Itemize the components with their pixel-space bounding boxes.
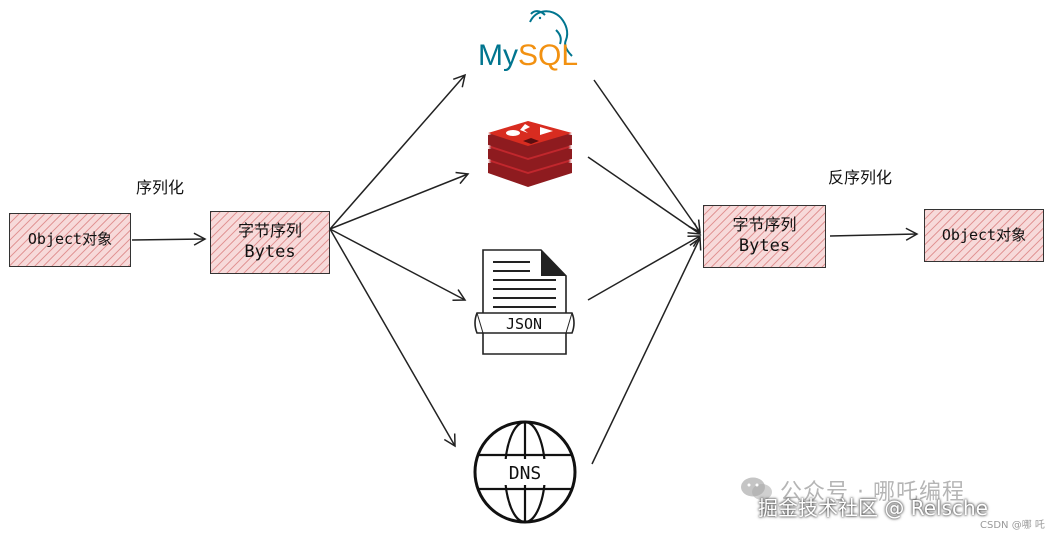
bytes-box-left: 字节序列 Bytes [210,211,330,274]
redis-icon [488,121,572,187]
mysql-logo: My SQL [478,10,578,72]
mysql-sql-text: SQL [518,39,578,72]
arrow-object-to-bytes [131,232,207,246]
deserialize-label: 反序列化 [828,168,893,187]
target-object-box: Object对象 [924,209,1044,262]
mysql-my-text: My [478,39,518,72]
watermark-csdn: CSDN @哪 吒 [980,520,1045,531]
watermark-juejin: 掘金技术社区 @ Relsche [758,496,988,520]
arrow-dns-to-bytes [591,236,702,465]
dns-label: DNS [509,463,542,484]
dolphin-icon [529,10,573,57]
arrow-bytes-to-dns [329,228,456,448]
bytes-right-subtitle: Bytes [738,236,791,257]
wechat-icon [741,477,772,500]
bytes-box-right: 字节序列 Bytes [703,205,826,268]
json-label: JSON [506,315,542,333]
source-object-box: Object对象 [9,213,131,267]
arrow-bytes-to-object [829,227,919,241]
arrow-json-to-bytes [587,235,702,301]
arrow-bytes-to-mysql [329,73,467,230]
bytes-left-subtitle: Bytes [244,242,296,263]
arrow-mysql-to-bytes [593,79,701,234]
bytes-right-title: 字节序列 [732,215,797,235]
json-document-icon: JSON [474,249,575,355]
bytes-left-title: 字节序列 [237,221,302,241]
arrow-bytes-to-json [329,228,467,301]
arrow-bytes-to-redis [329,171,470,230]
dns-globe-icon: DNS [473,420,577,524]
target-object-text: Object对象 [941,225,1027,244]
watermark-wechat: 公众号 · 哪吒编程 [780,480,965,505]
arrow-redis-to-bytes [587,156,702,235]
source-object-text: Object对象 [27,230,113,249]
serialize-label: 序列化 [136,178,185,197]
